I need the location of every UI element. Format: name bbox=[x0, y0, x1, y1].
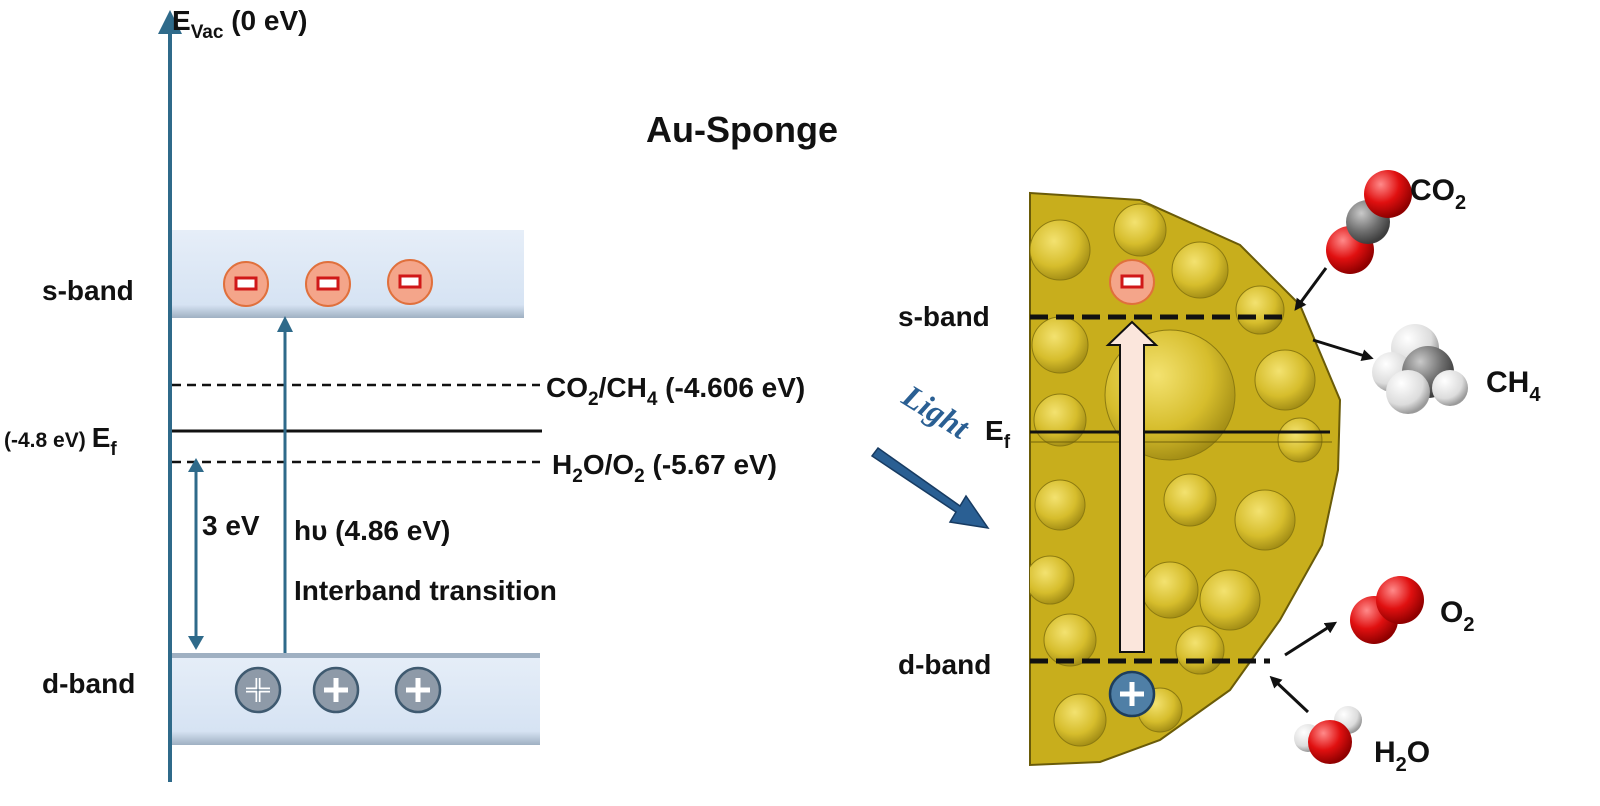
light-arrow: Light bbox=[870, 377, 990, 530]
o2-out-arrow bbox=[1284, 621, 1338, 657]
vacuum-level-label: EVac (0 eV) bbox=[172, 5, 307, 43]
photon-energy-label: hυ (4.86 eV) bbox=[294, 515, 450, 546]
electron-3 bbox=[387, 259, 433, 305]
ch4-label: CH4 bbox=[1486, 366, 1541, 406]
h2o-in-arrow bbox=[1269, 675, 1310, 714]
au-sponge-particle bbox=[1029, 191, 1342, 767]
hole-1 bbox=[234, 666, 282, 714]
h2o-label: H2O bbox=[1374, 736, 1430, 776]
hole-2 bbox=[312, 666, 360, 714]
light-label: Light bbox=[895, 377, 976, 446]
axis-arrowhead bbox=[158, 10, 182, 34]
ch4-out-arrow bbox=[1312, 338, 1374, 361]
co2-ch4-level-label: CO2/CH4 (-4.606 eV) bbox=[546, 372, 805, 410]
co2-molecule bbox=[1326, 170, 1412, 274]
right-fermi-label: Ef bbox=[985, 415, 1011, 453]
gap-3ev-label: 3 eV bbox=[202, 510, 260, 541]
right-s-band-label: s-band bbox=[898, 301, 990, 332]
ch4-molecule bbox=[1372, 324, 1468, 414]
interband-transition-arrow bbox=[1105, 320, 1159, 653]
co2-label: CO2 bbox=[1410, 174, 1466, 214]
s-band-label: s-band bbox=[42, 275, 134, 306]
right-electron bbox=[1109, 259, 1155, 305]
left-band-diagram: EVac (0 eV) s-band CO2/CH4 (-4.606 eV) (… bbox=[4, 5, 805, 782]
h2o-molecule bbox=[1294, 706, 1362, 764]
o2-molecule bbox=[1350, 576, 1424, 644]
h2o-o2-level-label: H2O/O2 (-5.67 eV) bbox=[552, 449, 777, 487]
electron-2 bbox=[305, 261, 351, 307]
right-d-band-label: d-band bbox=[898, 649, 991, 680]
electron-1 bbox=[223, 261, 269, 307]
hole-3 bbox=[394, 666, 442, 714]
d-band-label: d-band bbox=[42, 668, 135, 699]
interband-transition-label: Interband transition bbox=[294, 575, 557, 606]
co2-in-arrow bbox=[1294, 267, 1328, 311]
right-hole bbox=[1108, 670, 1156, 718]
figure-title: Au-Sponge bbox=[646, 109, 838, 150]
fermi-level-label: (-4.8 eV)Ef bbox=[4, 422, 117, 460]
o2-label: O2 bbox=[1440, 596, 1474, 636]
